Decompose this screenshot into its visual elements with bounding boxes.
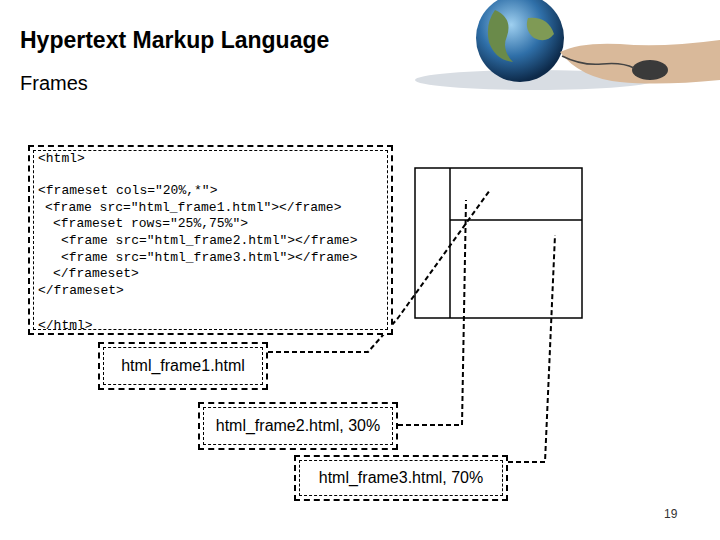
code-line: <frame src="html_frame3.html"></frame> xyxy=(61,250,357,265)
file-name: html_frame3.html, 70% xyxy=(296,469,506,487)
file-label-box: html_frame3.html, 70% xyxy=(294,455,508,501)
code-line: <frameset cols="20%,*"> xyxy=(38,183,217,198)
code-line: <frameset rows="25%,75%"> xyxy=(53,216,248,231)
code-line: </frameset> xyxy=(53,266,139,281)
cable xyxy=(562,56,634,68)
column-divider xyxy=(449,168,451,318)
file-label-box: html_frame2.html, 30% xyxy=(198,402,398,450)
leader-line xyxy=(508,235,555,462)
code-line: </html> xyxy=(38,318,93,333)
globe-illustration xyxy=(415,0,720,90)
mouse xyxy=(632,60,668,80)
file-label-box: html_frame1.html xyxy=(98,342,268,390)
slide-subtitle: Frames xyxy=(20,72,88,95)
code-box: <html> <frameset cols="20%,*"> <frame src=… xyxy=(28,145,393,335)
continent xyxy=(527,18,554,40)
slide-title: Hypertext Markup Language xyxy=(20,27,329,54)
code-line: <html> xyxy=(38,151,85,166)
leader-line xyxy=(398,200,466,425)
code-line: <frame src="html_frame2.html"></frame> xyxy=(61,233,357,248)
globe xyxy=(476,0,564,82)
frameset-outline xyxy=(415,168,582,318)
page-number: 19 xyxy=(664,507,677,521)
file-name: html_frame2.html, 30% xyxy=(200,417,396,435)
hand xyxy=(560,40,720,84)
frame-layout-sketch xyxy=(415,168,582,318)
code-line: <frame src="html_frame1.html"></frame> xyxy=(45,200,341,215)
file-name: html_frame1.html xyxy=(100,357,266,375)
code-line: </frameset> xyxy=(38,283,124,298)
continent xyxy=(488,10,513,62)
